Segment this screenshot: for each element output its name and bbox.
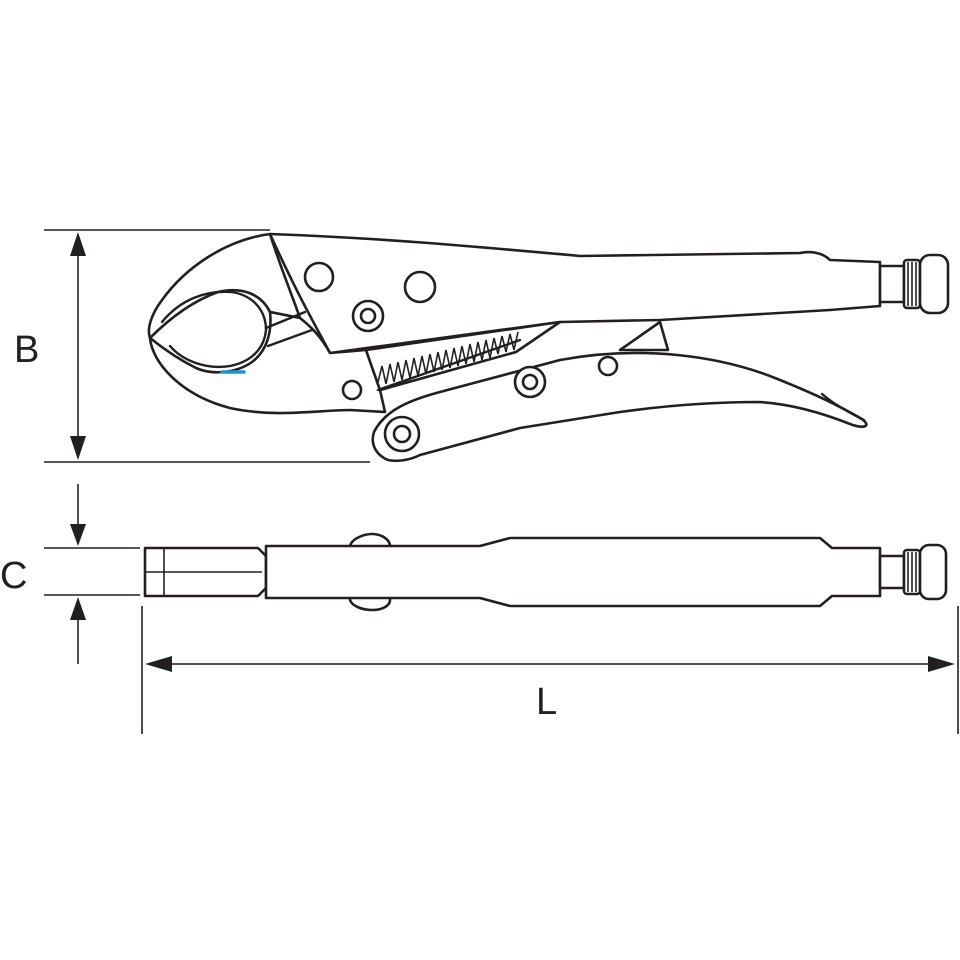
pliers-side-view: [147, 232, 950, 463]
upper-jaw: [147, 232, 302, 340]
upper-handle: [268, 232, 882, 355]
hole-1: [303, 261, 335, 293]
pliers-top-view: [143, 532, 948, 612]
hole-4: [597, 355, 619, 377]
dimension-c: C: [0, 484, 140, 664]
dimension-l-label: L: [536, 681, 557, 723]
top-view-screw: [878, 543, 948, 601]
rivet-1: [351, 299, 385, 333]
jaw-link: [264, 310, 314, 348]
lower-handle-tip: [820, 392, 866, 422]
spring-rod: [376, 338, 522, 392]
dimension-c-label: C: [0, 555, 27, 597]
spring-coil: [377, 331, 519, 385]
lower-handle: [371, 351, 868, 463]
hole-3: [341, 379, 363, 401]
lower-jaw: [148, 310, 387, 415]
adjusting-screw: [878, 253, 950, 315]
jaw-cavity: [160, 290, 268, 369]
rivet-2: [513, 365, 547, 399]
dimension-b-label: B: [14, 329, 39, 371]
dimension-b: B: [14, 229, 370, 463]
release-lever: [618, 320, 670, 352]
hole-2: [403, 270, 437, 304]
rivet-3: [383, 415, 421, 453]
top-view-body: [264, 536, 882, 608]
dimension-l: L: [141, 606, 959, 734]
